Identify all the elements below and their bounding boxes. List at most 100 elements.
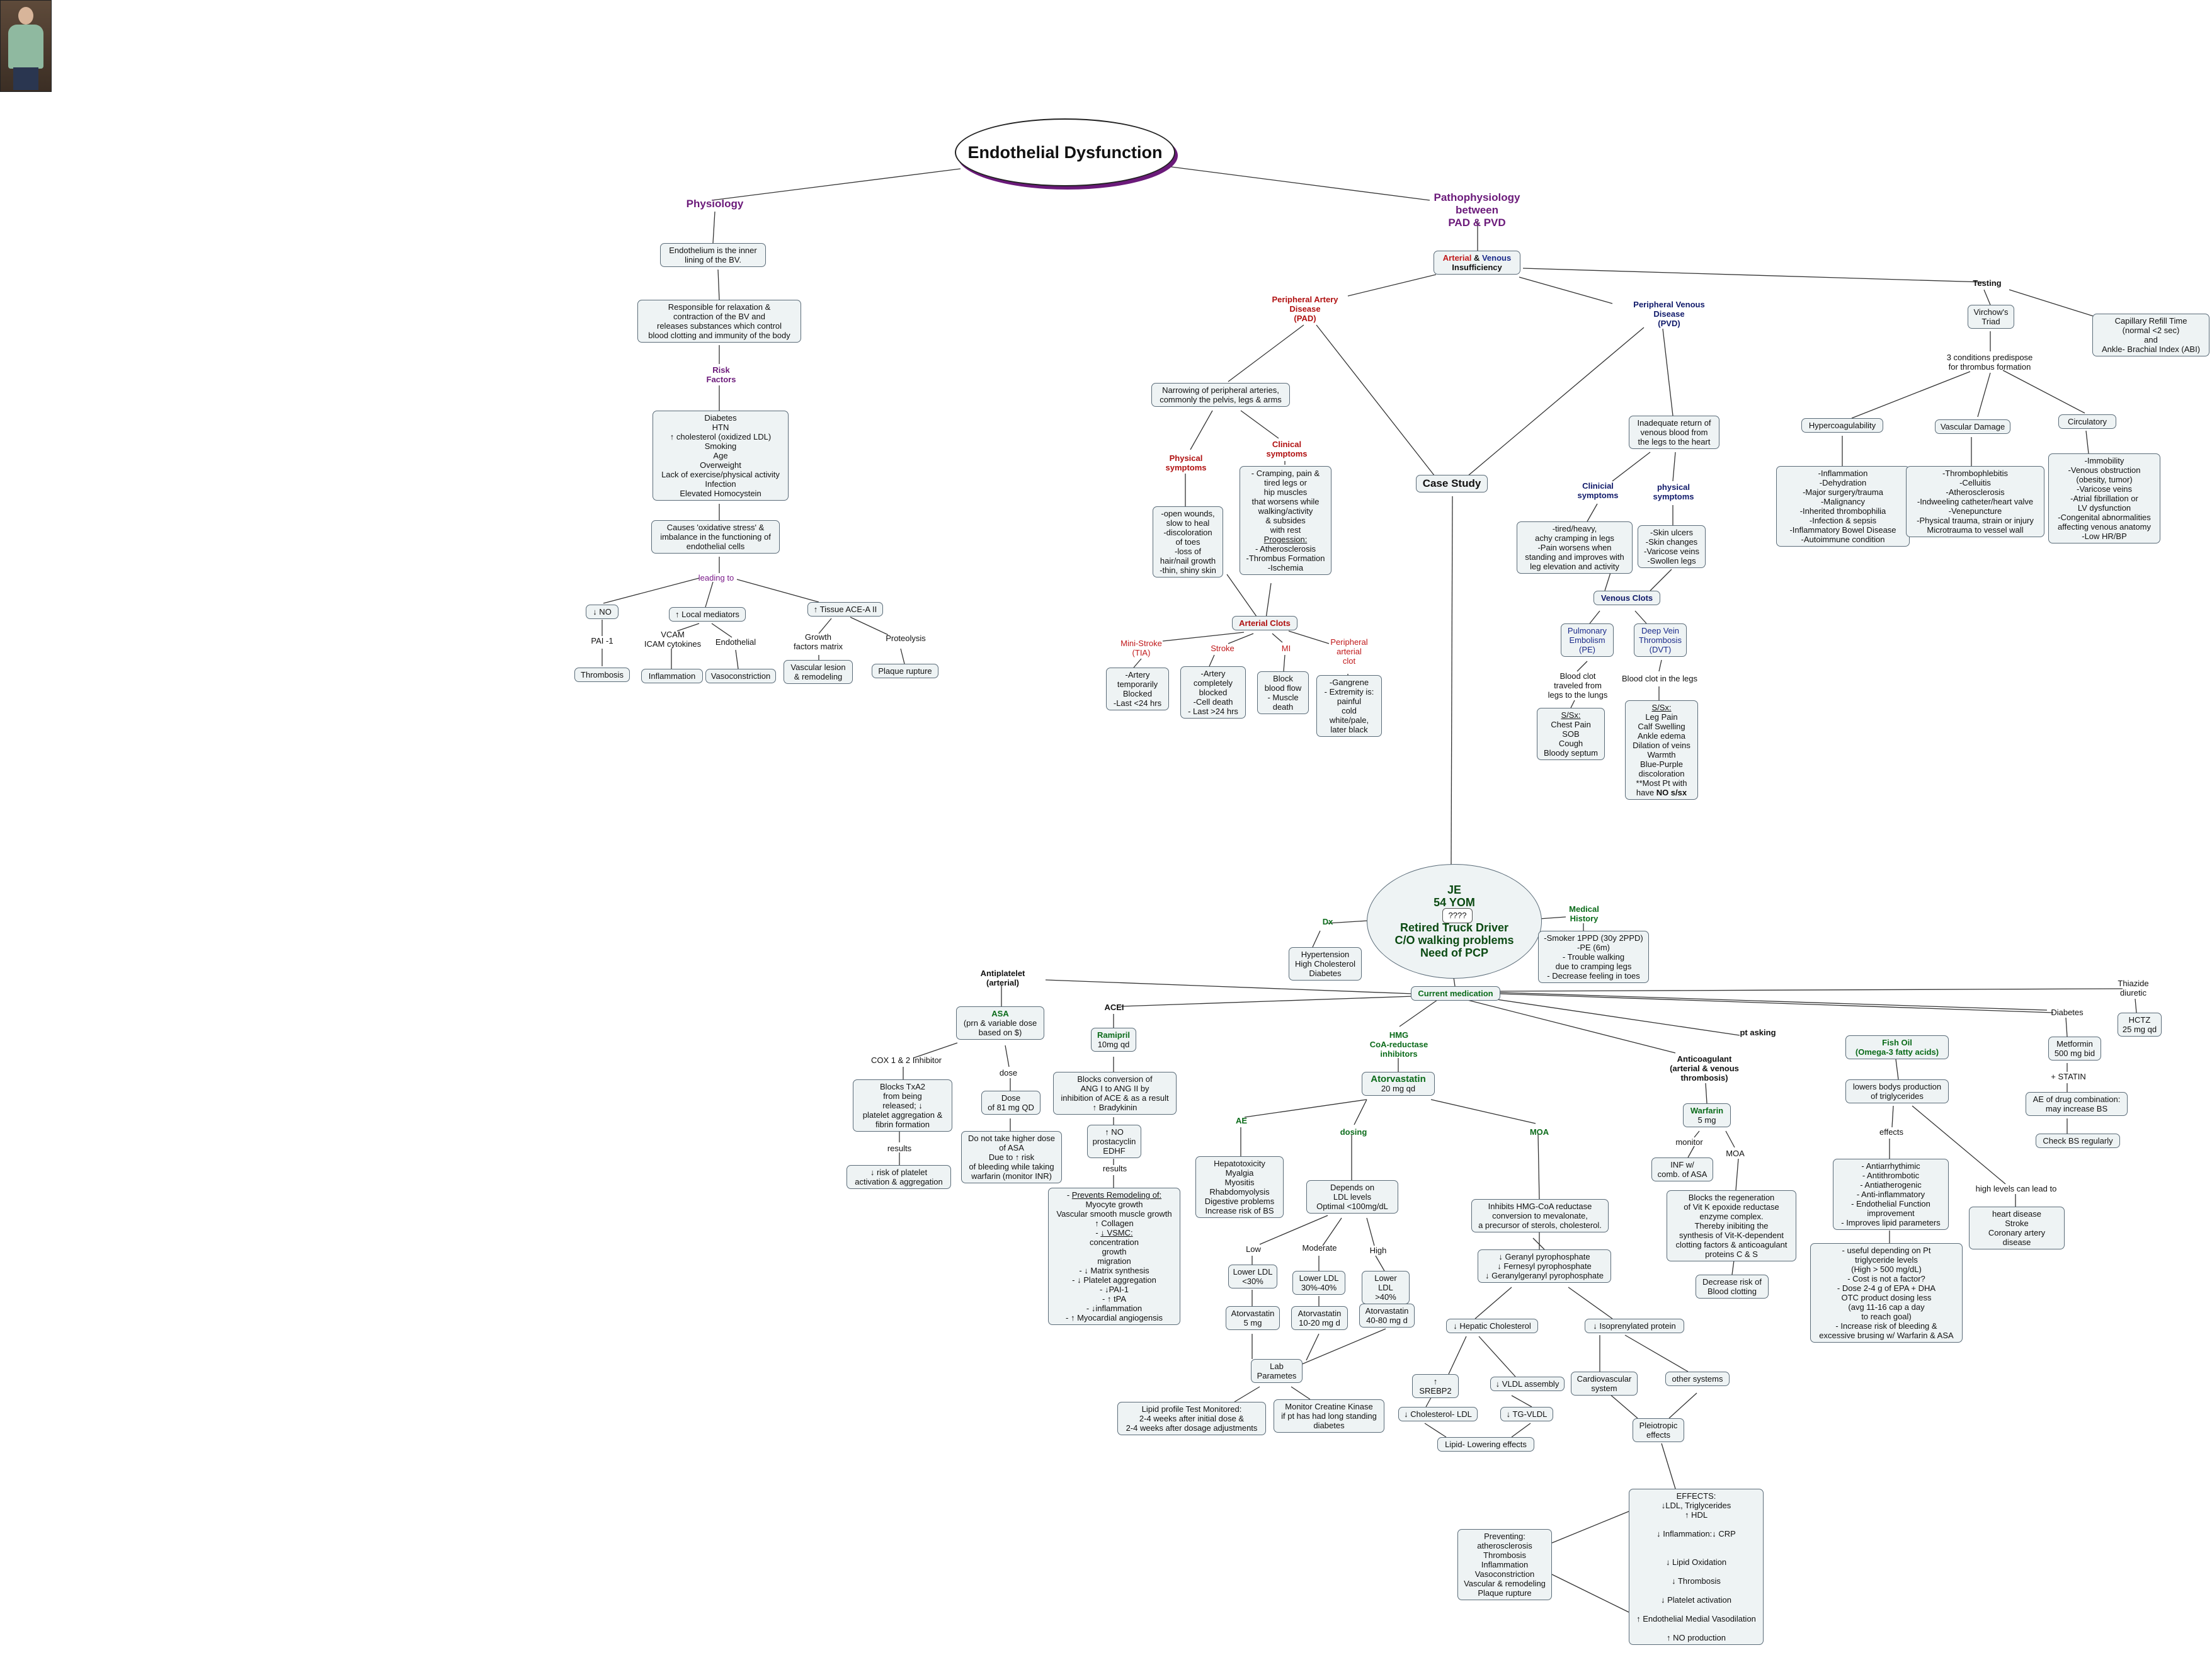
warfarin-name: Warfarin [1690, 1106, 1724, 1115]
tg-vldl: ↓ TG-VLDL [1500, 1407, 1553, 1421]
pvd-physical-symptoms: -Skin ulcers -Skin changes -Varicose vei… [1638, 525, 1706, 568]
warfarin-dose: 5 mg [1697, 1115, 1716, 1125]
srebp2: ↑ SREBP2 [1412, 1374, 1459, 1398]
atorvastatin-name: Atorvastatin [1371, 1074, 1426, 1084]
testing-label: Testing [1973, 278, 2002, 288]
circulatory: Circulatory [2058, 414, 2116, 429]
asa-dose-label: dose [999, 1068, 1018, 1078]
hypercoagulability: Hypercoagulability [1801, 418, 1883, 433]
local-mediators: ↑ Local mediators [669, 607, 746, 622]
arterial-clots: Arterial Clots [1232, 616, 1297, 630]
pyrophosphates: ↓ Geranyl pyrophosphate ↓ Fernesyl pyrop… [1478, 1249, 1611, 1283]
dvt-ssx-bold: NO s/sx [1656, 788, 1687, 797]
ldl-dosing: Depends on LDL levels Optimal <100mg/dL [1306, 1180, 1398, 1214]
hmg-inhibition: Inhibits HMG-CoA reductase conversion to… [1471, 1199, 1609, 1232]
asa-dose-81: Dose of 81 mg QD [981, 1091, 1040, 1115]
warfarin-mechanism: Blocks the regeneration of Vit K epoxide… [1667, 1190, 1796, 1261]
dosing-label: dosing [1340, 1127, 1367, 1137]
circulatory-list: -Immobility -Venous obstruction (obesity… [2048, 453, 2160, 543]
insufficiency-word: Insufficiency [1452, 263, 1502, 272]
diagram-title: Endothelial Dysfunction [955, 118, 1175, 186]
other-systems: other systems [1665, 1372, 1730, 1386]
dvt-ssx-list: Leg Pain Calf Swelling Ankle edema Dilat… [1633, 712, 1690, 797]
peripheral-clot-label: Peripheral arterial clot [1330, 637, 1368, 666]
prevents-rest: concentration growth migration - ↓ Matri… [1066, 1237, 1163, 1322]
ae-label: AE [1235, 1116, 1248, 1125]
fish-oil-lowers: lowers bodys production of triglycerides [1845, 1079, 1949, 1103]
mi-box: Block blood flow - Muscle death [1257, 671, 1309, 714]
asa-sub: (prn & variable dose based on $) [963, 1018, 1037, 1037]
drug-combination-ae: AE of drug combination: may increase BS [2026, 1092, 2128, 1116]
anticoagulant-label: Anticoagulant (arterial & venous thrombo… [1670, 1054, 1739, 1083]
vcam-label: VCAM ICAM cytokines [644, 630, 702, 649]
venous-word: Venous [1481, 253, 1512, 263]
atorvastatin-40-80: Atorvastatin 40-80 mg d [1359, 1304, 1415, 1328]
prevents-mid: Myocyte growth Vascular smooth muscle gr… [1056, 1200, 1172, 1228]
hepatic-cholesterol: ↓ Hepatic Cholesterol [1446, 1319, 1538, 1333]
check-bs: Check BS regularly [2036, 1134, 2120, 1148]
pvd-physical-label: physical symptoms [1653, 482, 1694, 501]
growth-factors-label: Growth factors matrix [793, 632, 843, 651]
fish-effects-label: effects [1879, 1127, 1904, 1137]
endothelium-responsible: Responsible for relaxation & contraction… [637, 300, 801, 343]
pe-ssx-label: S/Sx: [1561, 710, 1581, 720]
no-higher-dose: Do not take higher dose of ASA Due to ↑ … [961, 1131, 1062, 1183]
statin-adverse-effects: Hepatotoxicity Myalgia Myositis Rhabdomy… [1195, 1156, 1284, 1218]
dx-label: Dx [1322, 917, 1333, 926]
pleiotropic-effects: Pleiotropic effects [1633, 1418, 1684, 1442]
progression-label: Progession: [1263, 535, 1308, 544]
current-medication: Current medication [1411, 986, 1500, 1001]
hctz: HCTZ 25 mg qd [2118, 1013, 2162, 1037]
tia-box: -Artery temporarily Blocked -Last <24 hr… [1106, 668, 1169, 710]
leading-to-label: leading to [698, 573, 734, 583]
vldl-assembly: ↓ VLDL assembly [1490, 1377, 1565, 1391]
case-study: Case Study [1416, 475, 1488, 492]
inadequate-venous-return: Inadequate return of venous blood from t… [1629, 416, 1719, 449]
acei-label: ACEI [1104, 1003, 1124, 1012]
thrombosis-box: Thrombosis [574, 668, 630, 682]
statin-plus-label: + STATIN [2051, 1072, 2086, 1081]
pvd-clinical-symptoms: -tired/heavy, achy cramping in legs -Pai… [1517, 521, 1633, 574]
monitor-label: monitor [1675, 1137, 1703, 1147]
decreased-no: ↓ NO [586, 605, 619, 619]
statin-effects: EFFECTS: ↓LDL, Triglycerides ↑ HDL ↓ Inf… [1629, 1489, 1764, 1645]
predispose-label: 3 conditions predispose for thrombus for… [1946, 353, 2033, 372]
warfarin-moa-label: MOA [1726, 1149, 1745, 1158]
mi-label: MI [1281, 644, 1291, 653]
heart-disease: heart disease Stroke Coronary artery dis… [1969, 1207, 2065, 1249]
atorvastatin-5: Atorvastatin 5 mg [1226, 1306, 1280, 1330]
pathophysiology-heading: Pathophysiology between PAD & PVD [1434, 191, 1520, 229]
decrease-clotting: Decrease risk of Blood clotting [1696, 1275, 1769, 1299]
cox-label: COX 1 & 2 Inhibitor [871, 1055, 942, 1065]
fish-oil-effects: - Antiarrhythimic - Antithrombotic - Ant… [1833, 1159, 1949, 1230]
dvt-ssx-label: S/Sx: [1651, 703, 1672, 712]
virchows-triad: Virchow's Triad [1968, 305, 2014, 329]
lipid-profile: Lipid profile Test Monitored: 2-4 weeks … [1117, 1402, 1266, 1435]
risk-factors-list: Diabetes HTN ↑ cholesterol (oxidized LDL… [653, 411, 789, 501]
antiplatelet-label: Antiplatelet (arterial) [980, 969, 1025, 987]
asa-results-label: results [887, 1144, 912, 1153]
asa-name: ASA [991, 1009, 1009, 1018]
cholesterol-ldl: ↓ Cholesterol- LDL [1398, 1407, 1478, 1421]
patient-photo [0, 0, 52, 92]
oxidative-stress: Causes 'oxidative stress' & imbalance in… [651, 520, 780, 554]
arterial-word: Arterial [1442, 253, 1472, 263]
prevents-title: Prevents Remodeling of: [1071, 1190, 1162, 1200]
endothelium-inner-lining: Endothelium is the inner lining of the B… [660, 243, 766, 267]
lower-ldl-40: Lower LDL >40% [1362, 1271, 1410, 1304]
vascular-damage: Vascular Damage [1935, 419, 2010, 434]
medical-history: -Smoker 1PPD (30y 2PPD) -PE (6m) - Troub… [1538, 931, 1649, 983]
pad-physical-label: Physical symptoms [1165, 453, 1207, 472]
pvd-clinical-label: Clinicial symptoms [1577, 481, 1619, 500]
dvt-signs-symptoms: S/Sx:Leg Pain Calf Swelling Ankle edema … [1625, 700, 1698, 800]
pad-clinical-symptoms: - Cramping, pain & tired legs or hip mus… [1240, 466, 1331, 575]
fish-oil-notes: - useful depending on Pt triglyceride le… [1810, 1243, 1963, 1343]
lipid-lowering-effects: Lipid- Lowering effects [1437, 1437, 1534, 1452]
pt-asking-label: pt asking [1740, 1028, 1776, 1037]
photo-head [18, 7, 33, 25]
